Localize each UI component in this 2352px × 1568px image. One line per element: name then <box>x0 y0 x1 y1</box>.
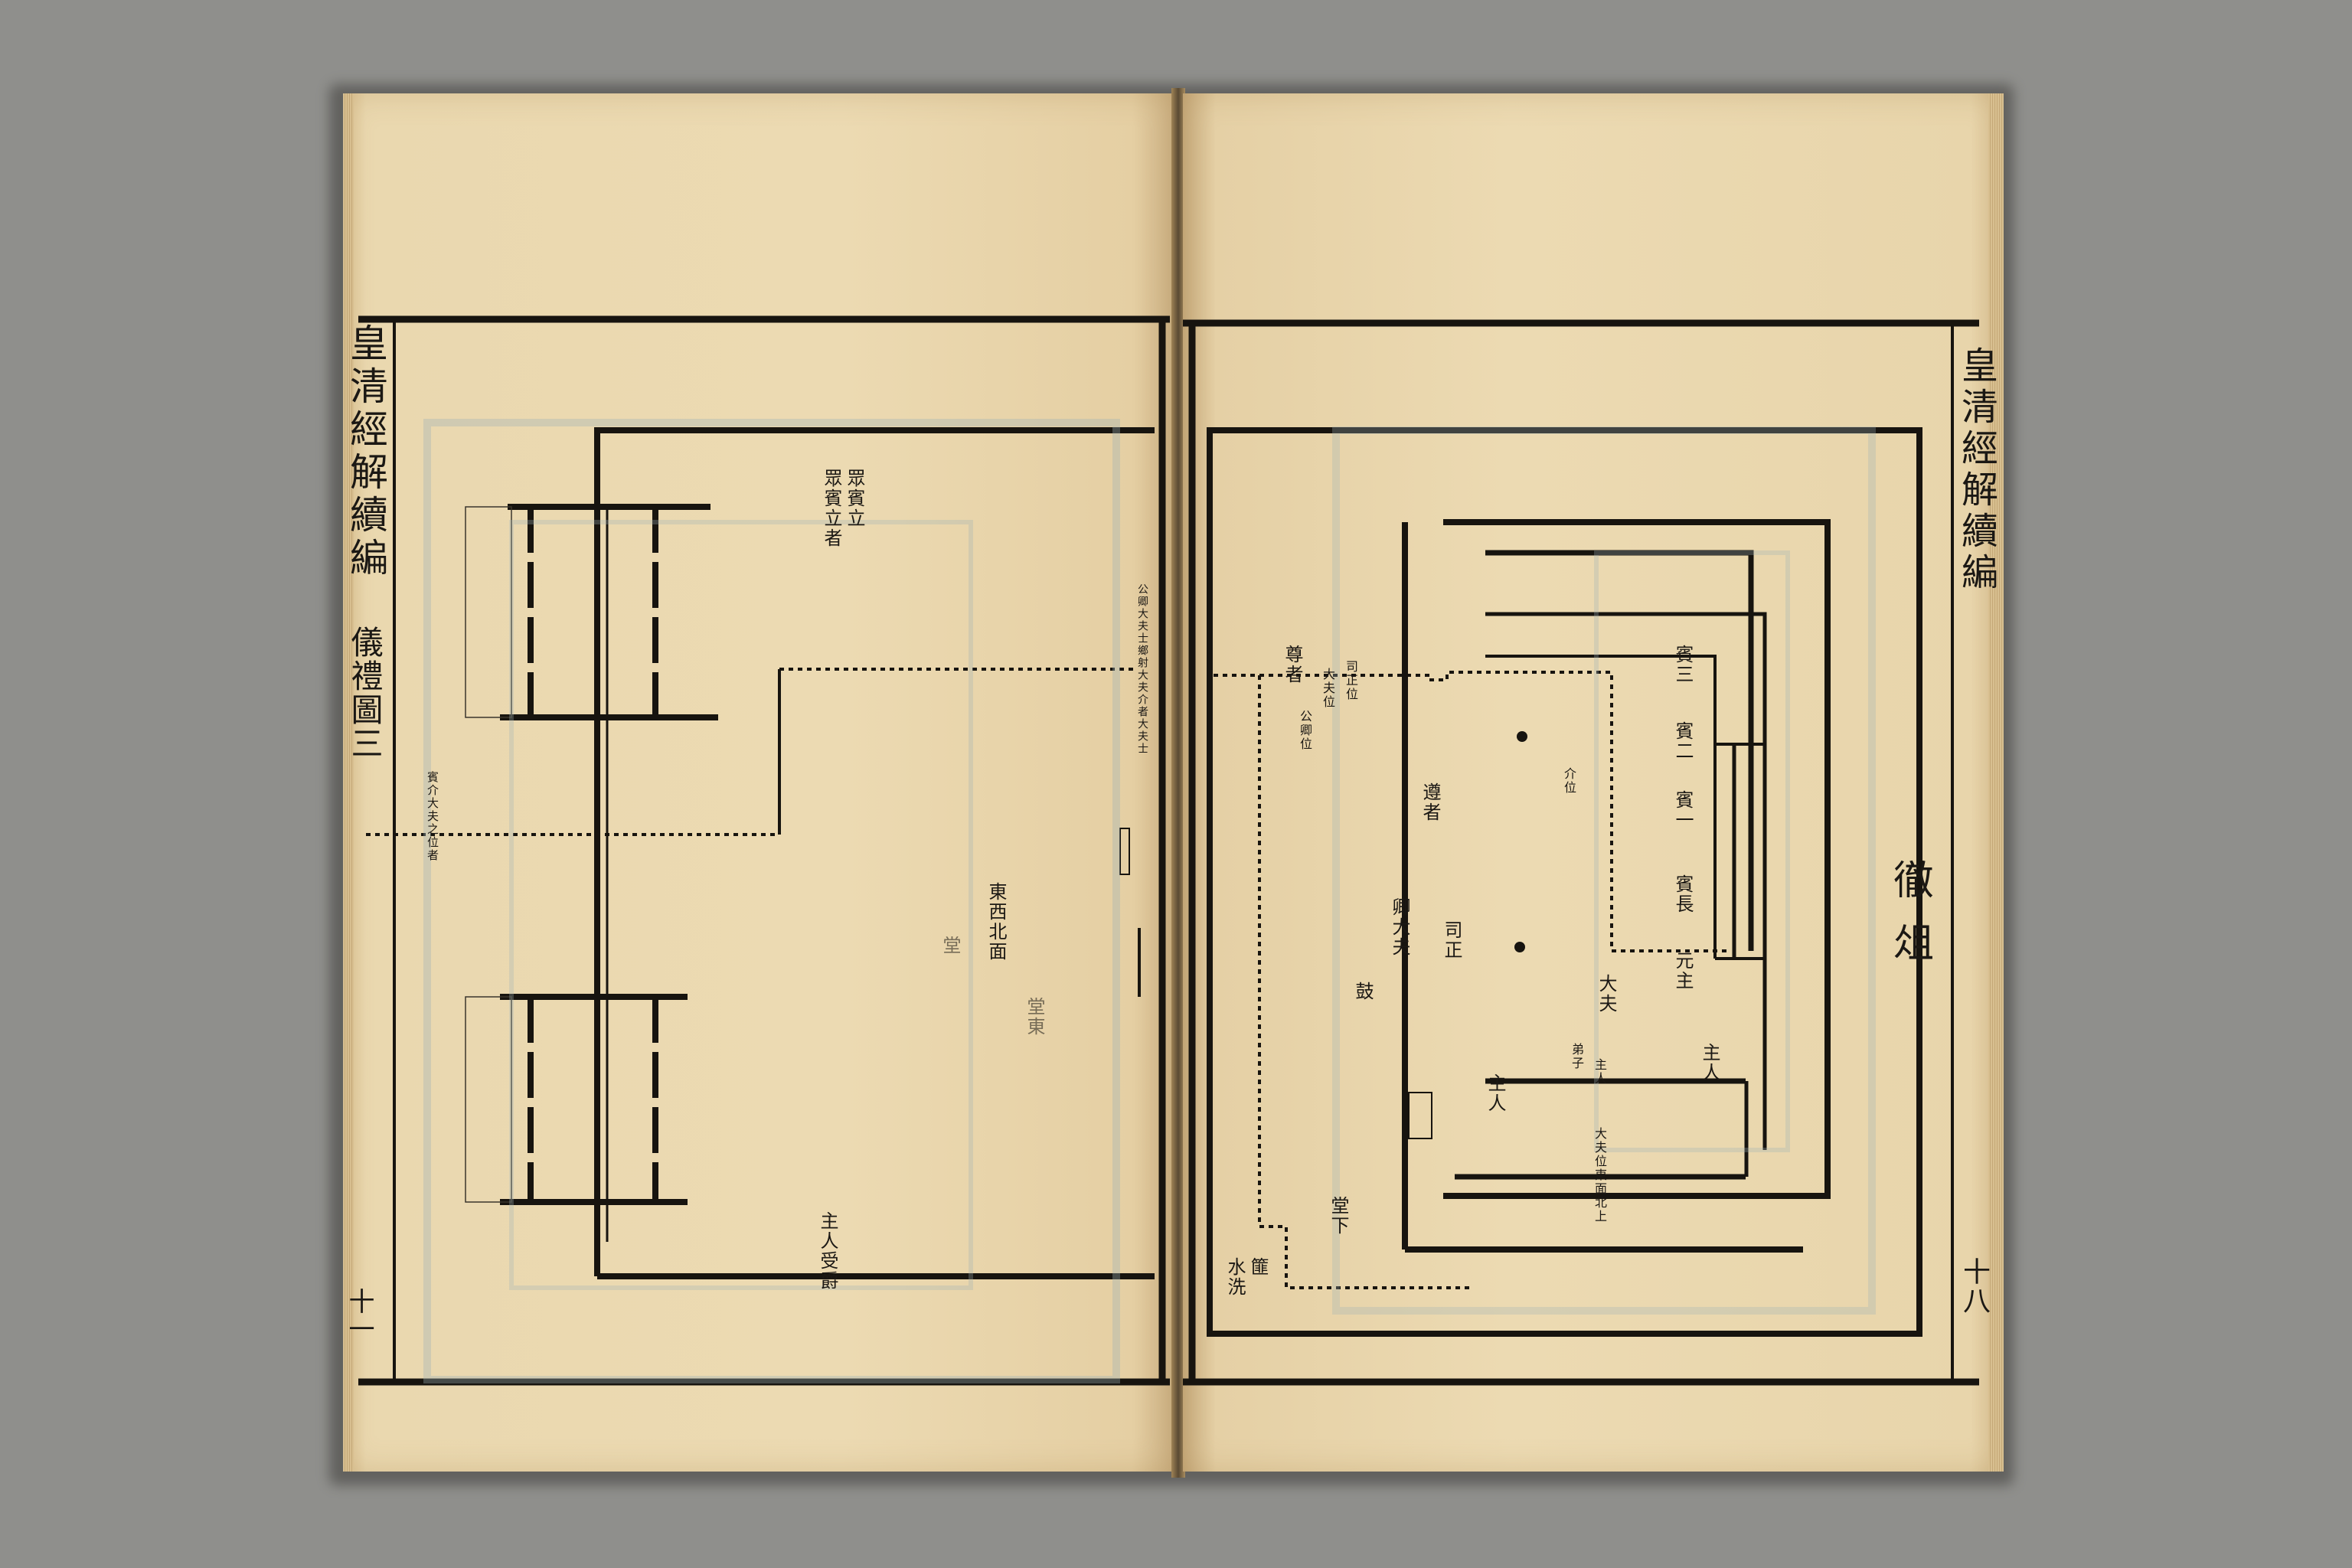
margin-title: 皇清經解續編 <box>1955 346 1998 594</box>
label-left-d: 公卿位 <box>1298 710 1312 751</box>
folio-number: 十八 <box>1958 1257 1990 1315</box>
label-col-b: 賓二 <box>1672 721 1694 761</box>
label-notes-column: 公卿大夫士鄉射大夫介者大夫士 <box>1136 583 1148 755</box>
left-page-diagram <box>358 315 1170 1386</box>
left-page: 皇清經解續編 儀禮圖三 十一 眾賓立者 眾賓立 公卿大夫士鄉射大夫介者大夫士 東… <box>343 93 1174 1472</box>
label-west-note: 賓介大夫之位者 <box>426 771 439 862</box>
label-bottom-b: 篚 <box>1247 1257 1269 1277</box>
label-col-a: 賓三 <box>1672 645 1694 684</box>
label-hall-mark: 堂 <box>939 936 961 956</box>
section-title: 儀禮圖三 <box>346 626 384 760</box>
label-east-mark: 堂東 <box>1024 997 1045 1037</box>
label-center-right: 東西北面 <box>985 882 1007 962</box>
right-page: 皇清經解續編 徹俎 十八 賓三 賓二 賓一 賓長 元主 主人 介位 大夫 遵者 … <box>1183 93 2004 1472</box>
label-col-d: 賓長 <box>1672 874 1694 914</box>
label-left-b: 司正位 <box>1344 660 1358 701</box>
page-edge <box>1988 93 2004 1472</box>
margin-title: 皇清經解續編 <box>344 323 388 580</box>
label-mid-a: 介位 <box>1562 767 1576 795</box>
label-mid-d: 主人 <box>1485 1073 1506 1113</box>
label-bottom-d: 大夫位東面北上 <box>1592 1127 1607 1223</box>
page-edge <box>343 93 354 1472</box>
label-bottom-a: 水洗 <box>1224 1257 1246 1297</box>
label-mid-g: 弟子 <box>1570 1043 1584 1070</box>
label-mid-e: 鼓 <box>1352 982 1374 1001</box>
label-mid-h: 主人 <box>1592 1058 1607 1086</box>
label-mid-f: 司正 <box>1441 920 1462 960</box>
label-left-a: 尊者 <box>1282 645 1303 684</box>
label-left-c: 大夫位 <box>1321 668 1335 709</box>
label-mid-c: 遵者 <box>1419 782 1441 822</box>
label-bottom-c: 堂下 <box>1328 1196 1349 1236</box>
label-mid-b: 大夫 <box>1596 974 1617 1014</box>
figure-title: 徹俎 <box>1886 859 1932 985</box>
label-col-f: 主人 <box>1699 1043 1720 1083</box>
label-left-e: 卿大夫 <box>1389 897 1410 957</box>
right-page-diagram <box>1183 319 1979 1386</box>
book-spine <box>1171 88 1185 1478</box>
folio-number: 十一 <box>344 1288 374 1343</box>
label-top-center: 眾賓立者 <box>821 469 842 548</box>
label-col-e: 元主 <box>1672 951 1694 991</box>
label-top-center-b: 眾賓立 <box>844 469 865 528</box>
label-col-c: 賓一 <box>1672 790 1694 830</box>
label-bottom-host: 主人受爵 <box>817 1211 838 1291</box>
